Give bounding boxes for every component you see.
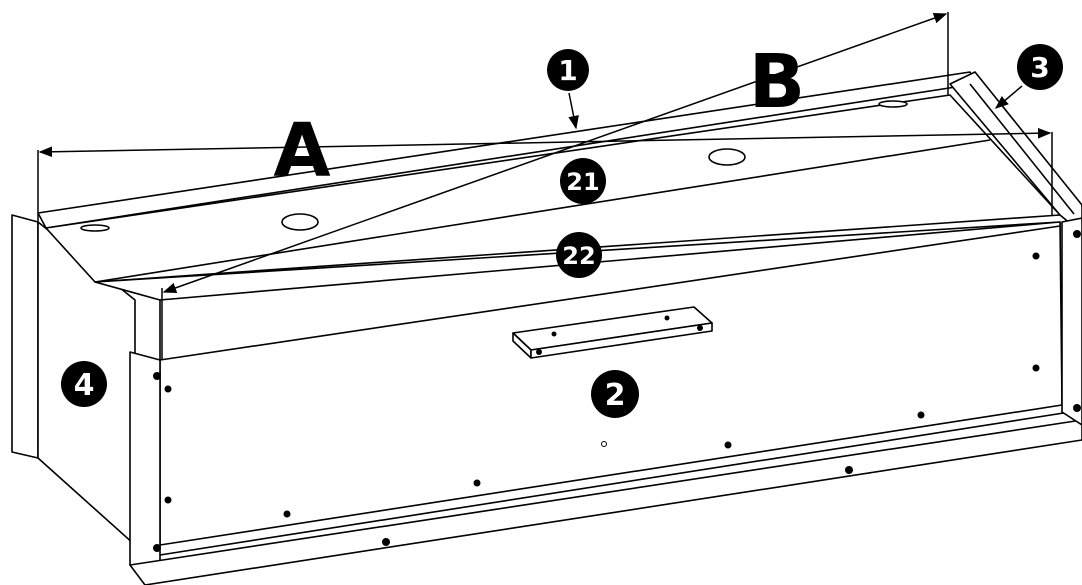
screw [697, 325, 703, 331]
callout-22: 22 [556, 232, 602, 278]
callout-4-label: 4 [74, 368, 95, 403]
screw [724, 441, 732, 449]
screw [664, 315, 670, 321]
screw [153, 544, 161, 552]
top-hole-left [281, 213, 319, 231]
screw [153, 372, 161, 380]
dimension-label-b: B [749, 39, 805, 125]
callout-badge [547, 49, 589, 91]
callout-badge [591, 370, 639, 418]
callout-4: 4 [61, 361, 107, 407]
front-right-stile [1061, 217, 1082, 426]
callout-2-label: 2 [605, 378, 626, 413]
callout-badge [560, 158, 606, 204]
screw [1032, 364, 1040, 372]
screw [845, 466, 853, 474]
bottom-rail-edge [159, 411, 1071, 556]
callout-badge [1017, 44, 1063, 90]
screw [1032, 252, 1040, 260]
callout-3: 3 [1017, 44, 1063, 90]
drawer-handle-bottom [530, 322, 713, 359]
dim-b-line [162, 12, 948, 294]
top-hole-right [708, 148, 746, 166]
front-left-stile [129, 351, 161, 573]
leader-3 [994, 85, 1023, 109]
callout-22-label: 22 [562, 242, 595, 270]
screws [153, 230, 1081, 552]
callout-21-label: 21 [566, 168, 599, 196]
dimension-label-a: A [273, 108, 330, 194]
rail-hole-right [878, 100, 908, 108]
dimension-lines [37, 12, 1053, 360]
rail-hole-left [80, 224, 110, 232]
callout-badge [556, 232, 602, 278]
left-side-panel [11, 214, 39, 459]
callout-1: 1 [547, 49, 589, 91]
screw [283, 510, 291, 518]
leader-1 [568, 92, 579, 130]
screw [382, 538, 390, 546]
screw [917, 411, 925, 419]
callout-1-label: 1 [558, 54, 577, 87]
screw [1073, 230, 1081, 238]
screw [473, 479, 481, 487]
callout-badge [61, 361, 107, 407]
screw [164, 385, 172, 393]
screw [551, 331, 557, 337]
callout-21: 21 [560, 158, 606, 204]
callout-2: 2 [591, 370, 639, 418]
callout-3-label: 3 [1030, 51, 1049, 84]
small-hole [601, 441, 607, 447]
screw [164, 496, 172, 504]
bottom-rail [129, 419, 1082, 585]
screw [1073, 404, 1081, 412]
screw [536, 349, 542, 355]
